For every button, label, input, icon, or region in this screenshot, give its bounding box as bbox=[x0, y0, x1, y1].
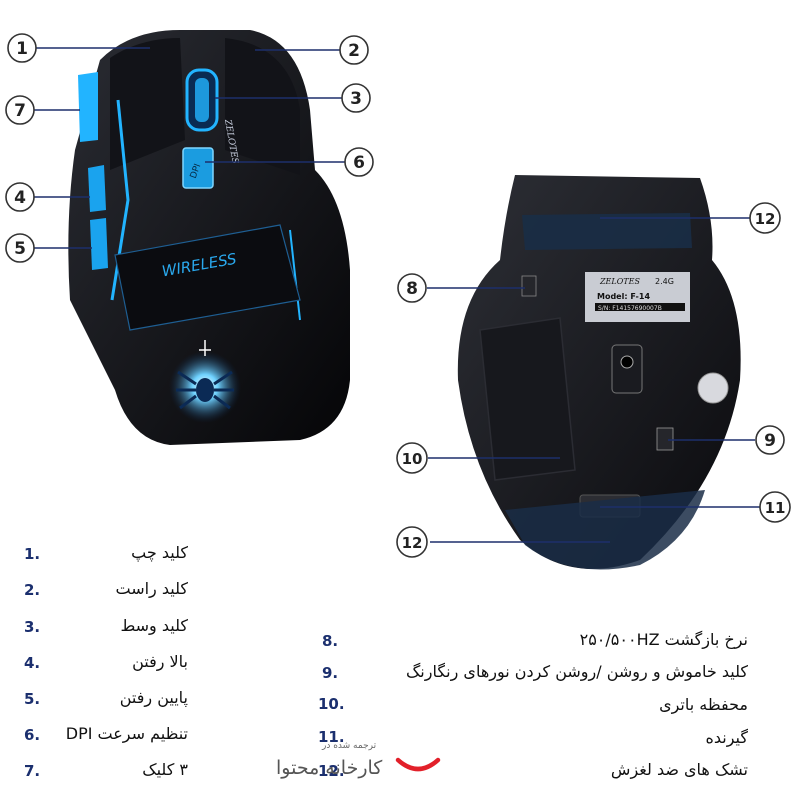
mouse-bottom-view: ZELOTES 2.4G Model: F-14 S/N: F141576900… bbox=[457, 175, 741, 570]
svg-text:10: 10 bbox=[402, 450, 423, 468]
legend-text: ۳ کلیک bbox=[142, 760, 188, 779]
dpi-button bbox=[182, 147, 214, 189]
dpi-label: DPI bbox=[189, 163, 204, 181]
legend-text: کلید راست bbox=[115, 579, 188, 598]
legend-text: کلید وسط bbox=[120, 616, 188, 635]
legend-text: کلید چپ bbox=[131, 543, 188, 562]
callout-12-bottom: 12 bbox=[396, 526, 428, 558]
bottom-brand-label: ZELOTES bbox=[599, 277, 640, 286]
legend-num: 4. bbox=[24, 654, 41, 672]
svg-text:2: 2 bbox=[348, 41, 360, 61]
legend-text: گیرنده bbox=[705, 728, 748, 747]
callout-11: 11 bbox=[759, 491, 791, 523]
legend-num: 2. bbox=[24, 581, 41, 599]
hologram-sticker bbox=[697, 372, 729, 404]
wireless-panel bbox=[114, 224, 301, 331]
callout-6: 6 bbox=[344, 147, 374, 177]
sn-label: S/N: F14157690007B bbox=[598, 305, 662, 312]
callout-lines bbox=[32, 47, 760, 543]
svg-text:7: 7 bbox=[14, 101, 26, 121]
callout-9: 9 bbox=[755, 425, 785, 455]
legend-num: 6. bbox=[24, 726, 41, 744]
svg-text:12: 12 bbox=[402, 534, 423, 552]
callout-2: 2 bbox=[339, 35, 369, 65]
callout-markers: 1 2 3 4 5 6 7 8 9 10 11 12 12 bbox=[5, 33, 791, 558]
right-button bbox=[225, 38, 300, 175]
legend-num: 12. bbox=[318, 762, 345, 780]
svg-text:3: 3 bbox=[350, 89, 362, 109]
callout-7: 7 bbox=[5, 95, 35, 125]
legend-num: 10. bbox=[318, 695, 345, 713]
callout-3: 3 bbox=[341, 83, 371, 113]
bottom-freq-label: 2.4G bbox=[655, 277, 674, 286]
legend-text: محفظه باتری bbox=[659, 695, 748, 714]
callout-5: 5 bbox=[5, 233, 35, 263]
label-sticker bbox=[585, 272, 690, 322]
legend-num: 11. bbox=[318, 728, 345, 746]
legend-text: تشک های ضد لغزش bbox=[610, 760, 748, 779]
legend-text: کلید خاموش و روشن /روشن کردن نورهای رنگا… bbox=[405, 662, 748, 681]
spider-logo-icon bbox=[176, 340, 234, 410]
svg-text:9: 9 bbox=[764, 431, 776, 451]
mouse-top-view: DPI WIRELESS ZELOTES bbox=[68, 30, 350, 445]
legend-text: تنظیم سرعت DPI bbox=[65, 724, 188, 743]
side-button-5 bbox=[90, 218, 108, 270]
watermark-brand-text: کارخانه محتوا bbox=[276, 757, 383, 779]
optical-sensor bbox=[611, 344, 643, 394]
legend-text: نرخ بازگشت ۲۵۰/۵۰۰HZ bbox=[579, 630, 748, 649]
legend-num: 5. bbox=[24, 690, 41, 708]
svg-text:6: 6 bbox=[353, 153, 365, 173]
watermark-arc-icon bbox=[395, 757, 441, 772]
glide-pad-bottom bbox=[505, 490, 705, 570]
legend-text: پایین رفتن bbox=[119, 688, 188, 707]
callout-1: 1 bbox=[7, 33, 37, 63]
legend-num: 7. bbox=[24, 762, 41, 780]
svg-text:12: 12 bbox=[755, 210, 776, 228]
legend-num: 8. bbox=[322, 632, 339, 650]
svg-text:8: 8 bbox=[406, 279, 418, 299]
callout-8: 8 bbox=[397, 273, 427, 303]
legend-text: بالا رفتن bbox=[132, 652, 188, 671]
glide-pad-top bbox=[522, 213, 692, 250]
svg-text:5: 5 bbox=[14, 239, 26, 259]
watermark-small-text: ترجمه شده در bbox=[322, 741, 377, 751]
side-button-4 bbox=[88, 165, 106, 212]
callout-10: 10 bbox=[396, 442, 428, 474]
battery-compartment bbox=[479, 317, 576, 481]
legend-num: 3. bbox=[24, 618, 41, 636]
callout-4: 4 bbox=[5, 182, 35, 212]
legend-num: 1. bbox=[24, 545, 41, 563]
side-button-7 bbox=[78, 72, 98, 142]
svg-text:11: 11 bbox=[765, 499, 786, 517]
svg-text:4: 4 bbox=[14, 188, 26, 208]
left-button bbox=[110, 38, 185, 170]
legend-num: 9. bbox=[322, 664, 339, 682]
power-switch bbox=[656, 427, 674, 451]
model-label: Model: F-14 bbox=[597, 292, 650, 301]
svg-text:1: 1 bbox=[16, 39, 28, 59]
callout-12-top: 12 bbox=[749, 202, 781, 234]
rate-switch bbox=[521, 275, 537, 297]
